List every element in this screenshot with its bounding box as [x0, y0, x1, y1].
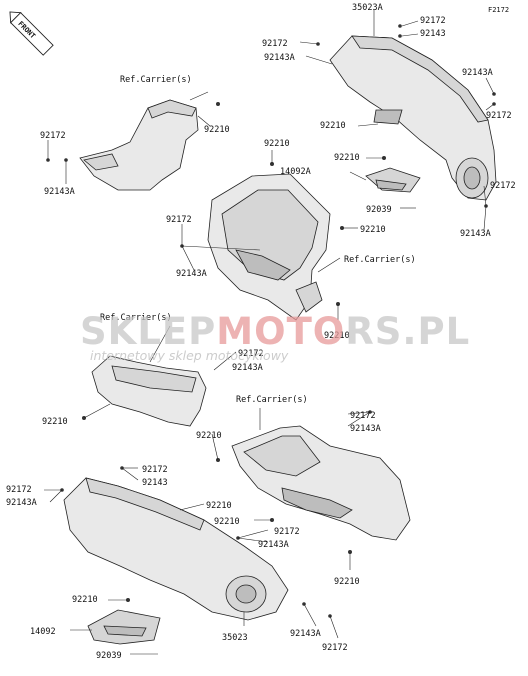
part-label: 92143A: [232, 363, 263, 373]
part-label: 92210: [204, 125, 230, 135]
rear-fender-part: [63, 477, 289, 621]
part-label: 92210: [206, 501, 232, 511]
part-label: 92143A: [44, 187, 75, 197]
part-label: 35023: [222, 633, 248, 643]
part-label: 92210: [72, 595, 98, 605]
leader-lines: [44, 10, 495, 655]
part-label: 92210: [360, 225, 386, 235]
part-label: 92143: [142, 478, 168, 488]
part-label: 92143A: [460, 229, 491, 239]
part-label: 92172: [142, 465, 168, 475]
rear-inner-panel-part: [79, 99, 199, 191]
front-marker: FRONT: [9, 11, 54, 56]
watermark-logo: SKLEPMOTORS.PL: [80, 310, 470, 353]
part-label: 92143A: [6, 498, 37, 508]
part-label: 92210: [214, 517, 240, 527]
watermark: SKLEPMOTORS.PL internetowy sklep motocyk…: [80, 310, 470, 363]
part-label: 92210: [324, 331, 350, 341]
part-label: 92143A: [290, 629, 321, 639]
part-label: 92143A: [264, 53, 295, 63]
mud-flap-right-part: [365, 167, 421, 193]
front-arrow-icon: [9, 11, 22, 24]
part-label: 92210: [334, 577, 360, 587]
part-label: 92172: [420, 16, 446, 26]
part-label: 92172: [322, 643, 348, 653]
part-labels: 35023A 92172 92143 92172 92143A 92143A 9…: [6, 3, 516, 661]
part-label: 92143: [420, 29, 446, 39]
part-label: 92143A: [176, 269, 207, 279]
part-label: 35023A: [352, 3, 383, 13]
part-label: 92172: [274, 527, 300, 537]
part-label: 14092: [30, 627, 56, 637]
part-label: 92143A: [350, 424, 381, 434]
part-label: 92210: [196, 431, 222, 441]
part-label: 92172: [486, 111, 512, 121]
part-label: 92143A: [258, 540, 289, 550]
mud-flap-left-part: [87, 609, 161, 645]
watermark-tagline: internetowy sklep motocyklowy: [90, 348, 289, 363]
rear-inner-fender-part: [231, 425, 411, 541]
rear-bracket-left-part: [91, 355, 207, 427]
part-label: 92210: [320, 121, 346, 131]
part-label: 92210: [264, 139, 290, 149]
part-label: 92039: [96, 651, 122, 661]
part-label: 92172: [238, 349, 264, 359]
part-label: 92143A: [462, 68, 493, 78]
part-label: 92172: [166, 215, 192, 225]
front-fender-right-part: [329, 35, 497, 201]
part-label: 92172: [6, 485, 32, 495]
ref-carrier-label: Ref.Carrier(s): [100, 313, 172, 323]
part-label: 92172: [40, 131, 66, 141]
ref-carrier-label: Ref.Carrier(s): [120, 75, 192, 85]
center-inner-fender-part: [207, 173, 331, 321]
ref-carrier-label: Ref.Carrier(s): [344, 255, 416, 265]
ref-carrier-label: Ref.Carrier(s): [236, 395, 308, 405]
part-label: 14092A: [280, 167, 311, 177]
part-label: 92172: [262, 39, 288, 49]
part-label: 92210: [334, 153, 360, 163]
part-label: 92172: [350, 411, 376, 421]
part-label: 92172: [490, 181, 516, 191]
part-label: 92210: [42, 417, 68, 427]
figure-code: F2172: [488, 6, 509, 14]
part-label: 92039: [366, 205, 392, 215]
